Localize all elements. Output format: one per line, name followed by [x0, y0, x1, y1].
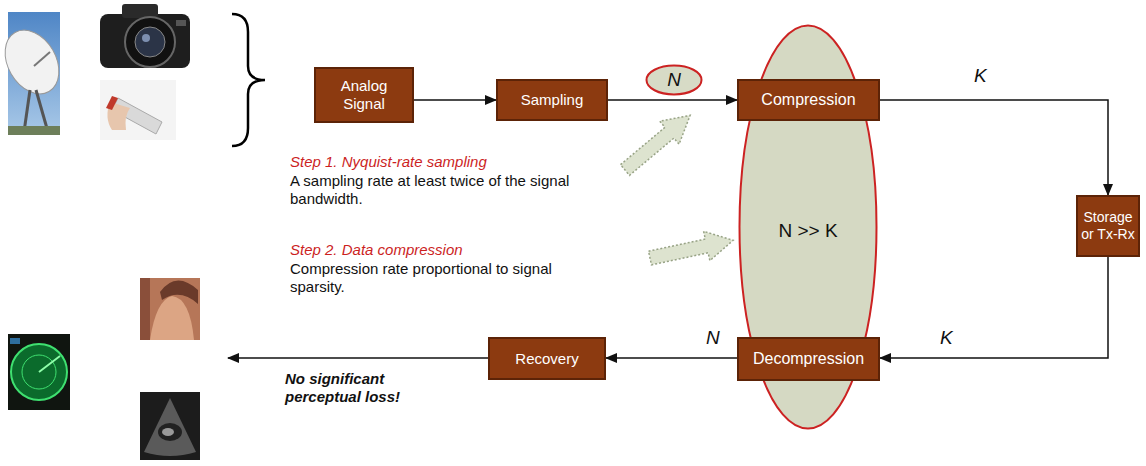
ultrasound-picture [140, 392, 200, 460]
dish-picture [0, 12, 70, 135]
edge-label: K [938, 328, 955, 348]
output-arrow [228, 357, 488, 359]
radar-picture [8, 334, 70, 410]
group-brace [232, 14, 265, 146]
node-text: Sampling [521, 91, 584, 109]
node-text: Analog Signal [326, 77, 402, 113]
storage-box: Storage or Tx-Rx [1076, 195, 1140, 257]
node-text: Compression [761, 90, 855, 109]
hint-arrow [647, 226, 736, 273]
flow-arrow [606, 357, 737, 359]
flow-arrow [880, 257, 1108, 358]
step-title: Step 1. Nyquist-rate sampling [290, 153, 650, 171]
probe-picture [100, 80, 176, 140]
step-note: A sampling rate at least twice of the si… [290, 172, 625, 208]
process-box: Sampling [496, 79, 608, 121]
edge-label: N [704, 328, 722, 348]
count-ellipse: N [645, 64, 703, 96]
node-text: N >> K [738, 220, 878, 243]
process-box: Decompression [737, 337, 880, 381]
step-title: Step 2. Data compression [290, 241, 650, 259]
node-text: Decompression [753, 349, 864, 368]
edge-label: K [972, 66, 989, 86]
flow-arrow [880, 100, 1108, 195]
result-note: No significant perceptual loss! [285, 370, 420, 406]
node-text: Recovery [515, 350, 578, 368]
process-box: Compression [737, 79, 880, 121]
camera-picture [100, 4, 190, 68]
hint-arrow [615, 104, 699, 182]
process-box: Recovery [488, 337, 606, 380]
step-note: Compression rate proportional to signal … [290, 260, 605, 296]
group-ellipse: N >> K CompressionDecompression [738, 24, 878, 430]
flow-arrow [414, 99, 496, 101]
process-box: Analog Signal [314, 67, 414, 123]
node-text: N [667, 69, 681, 92]
flow-arrow [608, 99, 737, 101]
portrait-picture [140, 278, 200, 340]
node-text: Storage or Tx-Rx [1080, 209, 1136, 243]
